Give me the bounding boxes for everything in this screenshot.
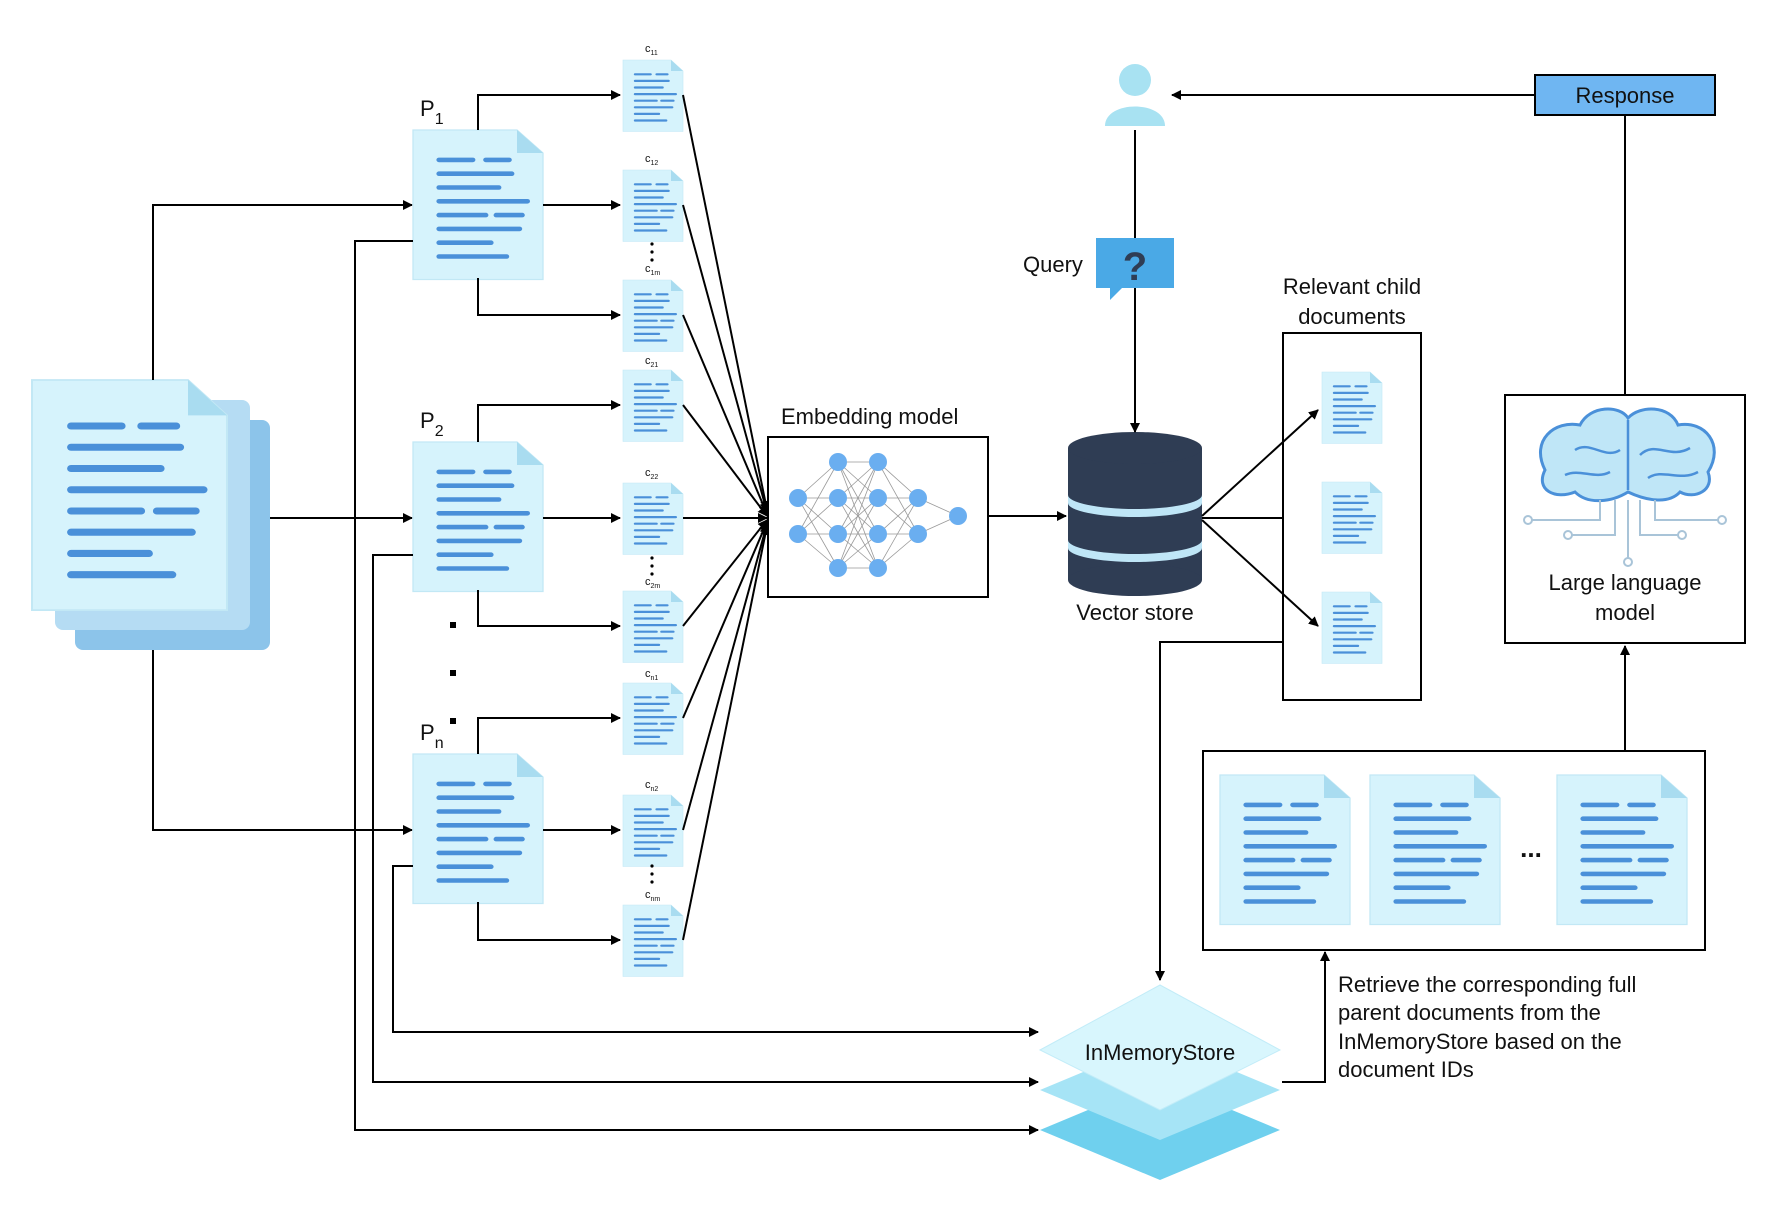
chunk-c22-icon <box>622 482 684 555</box>
query-label: Query <box>1023 252 1083 277</box>
query-question-mark: ? <box>1123 245 1147 289</box>
user-icon <box>1105 64 1165 126</box>
vector-store-database-icon <box>1068 432 1202 596</box>
source-to-pn-arrow <box>152 650 413 835</box>
relevant-child-doc-3-icon <box>1321 591 1383 664</box>
parents-ellipsis <box>450 622 456 724</box>
parent-label-p1: P1 <box>420 96 444 128</box>
chunk-c2m-icon <box>622 590 684 663</box>
parent-label-p2: P2 <box>420 408 444 440</box>
chunk-cnm-icon <box>622 904 684 977</box>
chunk-label-c21: c21 <box>645 355 658 369</box>
response-label: Response <box>1575 83 1674 108</box>
chunk-c21-icon <box>622 369 684 442</box>
circuit-traces-icon <box>1523 500 1727 567</box>
chunk-label-cnm: cnm <box>645 889 660 903</box>
response-box <box>1534 74 1716 116</box>
relevant-label-line2: documents <box>1298 304 1406 329</box>
chunk-to-embedding-arrows <box>682 94 771 941</box>
parent-document-p2-icon <box>412 441 544 593</box>
relevant-label-line1: Relevant child <box>1283 274 1421 299</box>
inmemorystore-icon <box>1038 984 1282 1180</box>
retrieve-text-line4: document IDs <box>1338 1057 1474 1082</box>
embedding-model-label: Embedding model <box>781 404 958 429</box>
retrieve-text-line1: Retrieve the corresponding full <box>1338 972 1636 997</box>
chunk-cn2-icon <box>622 794 684 867</box>
parent-to-chunk-arrows <box>477 90 621 945</box>
chunk-ellipsis <box>650 242 654 884</box>
llm-label-line2: model <box>1595 600 1655 625</box>
source-documents-stack-icon <box>31 379 270 650</box>
chunk-label-c12: c12 <box>645 153 658 167</box>
chunk-label-c2m: c2m <box>645 576 660 590</box>
chunk-label-c22: c22 <box>645 467 658 481</box>
chunk-c11-icon <box>622 59 684 132</box>
vector-store-label: Vector store <box>1076 600 1193 625</box>
retrieved-parent-doc-n-icon <box>1556 774 1688 926</box>
vectorstore-to-relevant-arrows <box>1201 409 1319 627</box>
chunk-label-c11: c11 <box>645 43 658 57</box>
chunk-label-cn1: cn1 <box>645 668 658 682</box>
inmemorystore-to-retrieved-arrow <box>1282 951 1330 1083</box>
retrieved-docs-ellipsis: ... <box>1520 833 1542 863</box>
chunk-c1m-icon <box>622 279 684 352</box>
chunk-label-cn2: cn2 <box>645 779 658 793</box>
parents-to-inmemorystore-arrows <box>354 240 1039 1135</box>
parent-document-pn-icon <box>412 753 544 905</box>
retrieve-text-line3: InMemoryStore based on the <box>1338 1029 1622 1054</box>
chunk-cn1-icon <box>622 682 684 755</box>
retrieved-parent-doc-1-icon <box>1219 774 1351 926</box>
query-bubble-icon: ? <box>1096 238 1174 300</box>
chunk-c12-icon <box>622 169 684 242</box>
inmemorystore-label: InMemoryStore <box>1085 1040 1235 1065</box>
retrieve-text-line2: parent documents from the <box>1338 1000 1601 1025</box>
relevant-child-doc-2-icon <box>1321 481 1383 554</box>
retrieved-parent-doc-2-icon <box>1369 774 1501 926</box>
brain-icon <box>1538 407 1716 503</box>
neural-network-nodes <box>789 453 967 577</box>
parent-label-pn: Pn <box>420 720 444 752</box>
relevant-child-doc-1-icon <box>1321 371 1383 444</box>
chunk-label-c1m: c1m <box>645 263 660 277</box>
source-to-p1-arrow <box>152 200 413 380</box>
relevant-to-inmemorystore-arrow <box>1155 641 1283 981</box>
llm-label-line1: Large language <box>1549 570 1702 595</box>
parent-document-p1-icon <box>412 129 544 281</box>
